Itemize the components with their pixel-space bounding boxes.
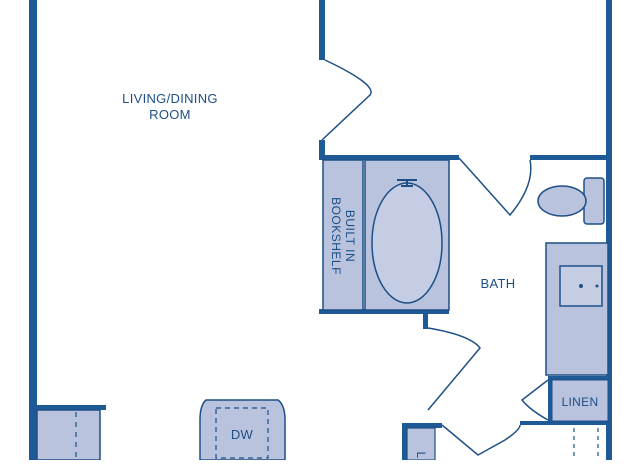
faucet-icon	[397, 179, 417, 187]
room-label-living-dining-line2: ROOM	[149, 107, 191, 122]
linen-closet	[551, 379, 609, 422]
counter-top	[36, 409, 101, 460]
bedroom-left-wall-lower	[319, 140, 325, 160]
bookshelf-label-line1: BUILT IN	[343, 209, 357, 263]
laundry-door-swing	[441, 424, 521, 456]
bookshelf-label: BUILT IN BOOKSHELF	[329, 176, 357, 296]
dishwasher	[199, 399, 286, 460]
laundry-wall-left	[402, 423, 407, 460]
bathtub	[364, 159, 450, 311]
doors	[321, 59, 549, 456]
linen-door-swing	[520, 379, 549, 421]
bookshelf-label-line2: BOOKSHELF	[329, 197, 343, 275]
walls	[29, 0, 612, 460]
tap-icon	[595, 284, 599, 288]
laundry-partial-label: L	[414, 451, 428, 459]
kitchen-counter-wall	[37, 405, 106, 410]
linen-label: LINEN	[561, 395, 599, 409]
bath-entry-door-swing	[458, 157, 532, 217]
room-label-bath: BATH	[480, 276, 516, 291]
kitchen-counter	[36, 409, 101, 460]
closet-door-swing	[427, 327, 481, 411]
room-label-living-dining-line1: LIVING/DINING	[122, 91, 218, 106]
bathtub-basin	[371, 182, 443, 304]
linen-left-wall	[548, 376, 552, 425]
right-upper-wall	[606, 0, 612, 160]
lower-right-stub	[520, 421, 550, 425]
right-bath-wall	[606, 155, 612, 460]
dishwasher-label: DW	[230, 427, 254, 442]
toilet-bowl	[537, 185, 587, 217]
drain-icon	[579, 284, 583, 288]
laundry-closet	[406, 427, 436, 460]
dishwasher-outline	[215, 407, 269, 459]
linen-bottom-wall	[548, 421, 608, 425]
bedroom-door-swing	[321, 59, 372, 141]
laundry-wall-top	[402, 423, 442, 428]
left-exterior-wall	[29, 0, 37, 460]
bookshelf-bottom-wall	[319, 309, 449, 314]
dishwasher-body	[199, 399, 286, 460]
linen-top-wall	[548, 376, 608, 380]
bedroom-left-wall	[319, 0, 325, 60]
bath-top-wall	[319, 155, 459, 160]
room-label-living-dining: LIVING/DINING ROOM	[100, 91, 240, 123]
vanity-counter	[545, 242, 609, 376]
toilet-icon	[537, 177, 605, 225]
closet-stub-wall	[423, 309, 428, 329]
lower-right-closet	[573, 428, 599, 460]
bath-top-wall-right	[530, 155, 612, 160]
toilet-tank	[583, 177, 605, 225]
bookshelf	[322, 159, 364, 311]
vanity	[545, 242, 609, 376]
